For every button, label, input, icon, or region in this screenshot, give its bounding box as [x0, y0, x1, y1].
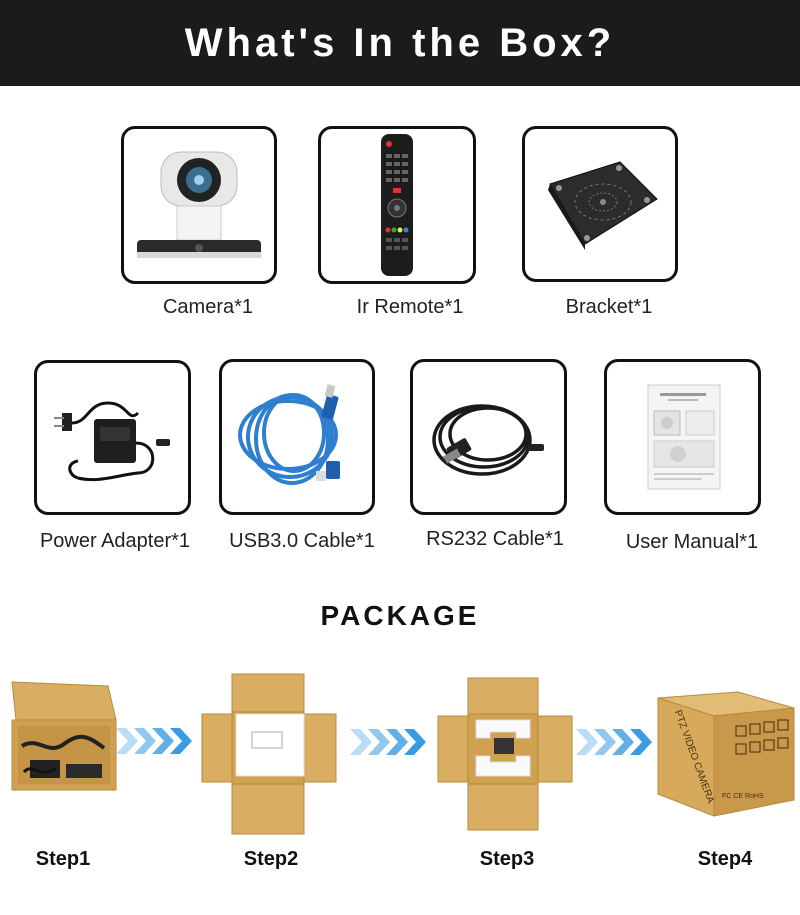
arrow-step3-to-step4-icon — [576, 729, 652, 755]
power-adapter-caption: Power Adapter*1 — [39, 530, 191, 552]
power-adapter-card — [34, 360, 191, 515]
usb-cable-icon — [238, 384, 340, 485]
usb-cable-card — [219, 359, 375, 515]
step2-label: Step2 — [243, 848, 299, 870]
closed-box-icon: FC CE RoHS — [657, 691, 795, 817]
rs232-cable-icon — [431, 404, 544, 476]
step3-box-icon — [437, 677, 573, 831]
bracket-icon — [548, 161, 658, 250]
camera-card — [121, 126, 277, 284]
power-adapter-icon — [53, 400, 170, 481]
usb-cable-caption: USB3.0 Cable*1 — [229, 530, 375, 552]
remote-icon — [381, 134, 413, 276]
rs232-cable-card — [410, 359, 567, 515]
step1-label: Step1 — [35, 848, 91, 870]
step3-label: Step3 — [479, 848, 535, 870]
arrow-step2-to-step3-icon — [350, 729, 426, 755]
package-title: PACKAGE — [320, 600, 480, 631]
header-banner: What's In the Box? — [0, 0, 800, 86]
bracket-card — [522, 126, 678, 282]
step4-closed-box: FC CE RoHS PTZ VIDEO CAMERA — [652, 690, 798, 820]
camera-icon — [137, 151, 261, 258]
step1-open-box-icon — [11, 681, 117, 791]
step4-label: Step4 — [697, 848, 753, 870]
remote-caption: Ir Remote*1 — [356, 296, 464, 318]
user-manual-caption: User Manual*1 — [625, 531, 759, 553]
arrow-step1-to-step2-icon — [116, 728, 192, 754]
step2-box-icon — [201, 673, 337, 835]
bracket-caption: Bracket*1 — [565, 296, 653, 318]
rs232-cable-caption: RS232 Cable*1 — [426, 528, 564, 550]
manual-icon — [647, 384, 720, 490]
remote-card — [318, 126, 476, 284]
camera-caption: Camera*1 — [162, 296, 254, 318]
user-manual-card — [604, 359, 761, 515]
page-title: What's In the Box? — [184, 20, 616, 65]
svg-text:FC CE RoHS: FC CE RoHS — [722, 793, 764, 800]
